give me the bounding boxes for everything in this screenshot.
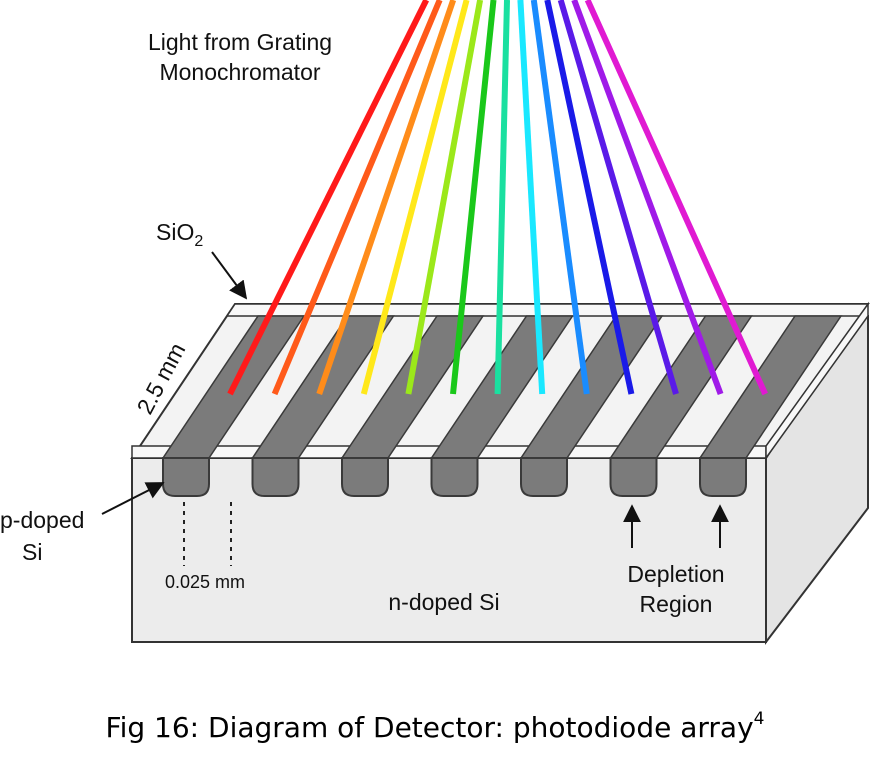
light-beam — [450, 0, 497, 395]
diode-well — [251, 457, 300, 497]
diode-wells — [162, 457, 747, 497]
light-beam — [316, 0, 457, 395]
ndoped-label: n-doped Si — [388, 589, 499, 615]
pdoped-label-line2: Si — [22, 539, 42, 565]
sio2-label: SiO2 — [156, 219, 203, 250]
spacing-label: 0.025 mm — [165, 572, 245, 592]
light-beam — [530, 0, 590, 395]
diode-well — [341, 457, 389, 497]
sio2-arrow — [211, 251, 248, 300]
diode-well — [520, 457, 568, 497]
sio2-layer-side — [765, 301, 869, 461]
figure-caption-superscript: 4 — [754, 709, 765, 729]
figure-caption: Fig 16: Diagram of Detector: photodiode … — [106, 709, 765, 744]
light-beam — [405, 0, 484, 395]
light-source-label-line2: Monochromator — [159, 59, 320, 85]
light-beam — [571, 0, 724, 396]
depletion-label-line2: Region — [640, 591, 713, 617]
light-beams — [227, 0, 768, 396]
diode-well — [609, 457, 658, 497]
sio2-layer-top — [225, 303, 870, 317]
diode-well — [430, 457, 479, 497]
light-source-label-line1: Light from Grating — [148, 29, 332, 55]
light-beam — [227, 0, 429, 396]
pdoped-arrow — [101, 482, 165, 515]
figure-caption-text: Fig 16: Diagram of Detector: photodiode … — [106, 711, 754, 744]
sio2-label-base: SiO — [156, 219, 194, 245]
sio2-label-subscript: 2 — [194, 233, 203, 250]
light-beam — [557, 0, 679, 395]
light-beam — [271, 0, 443, 396]
depletion-label-line1: Depletion — [627, 561, 724, 587]
pdoped-label-line1: p-doped — [0, 507, 84, 533]
light-beam — [517, 0, 546, 395]
diode-well — [162, 457, 210, 497]
light-beam — [544, 0, 635, 395]
light-beam — [584, 0, 768, 396]
light-beam — [494, 0, 510, 395]
light-beam — [360, 0, 470, 395]
diode-well — [699, 457, 747, 497]
